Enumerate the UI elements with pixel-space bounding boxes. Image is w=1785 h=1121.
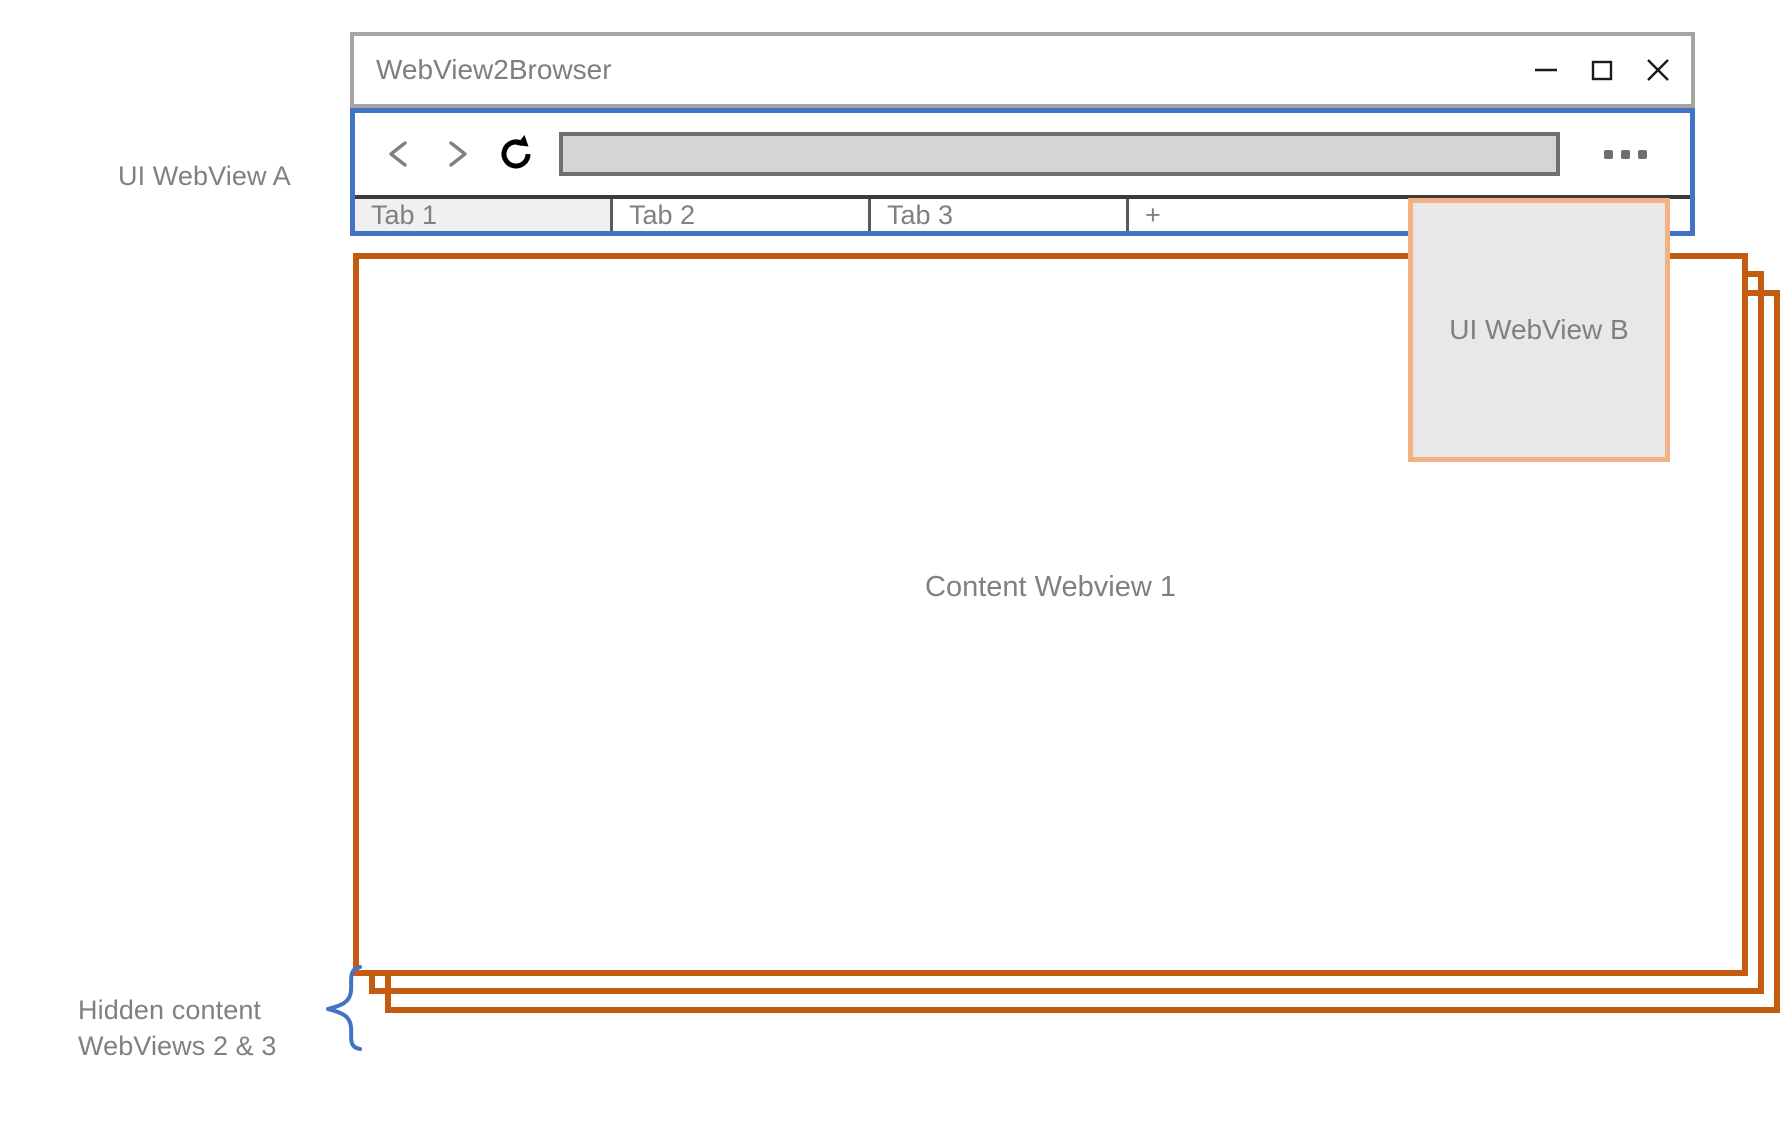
close-icon[interactable] (1643, 55, 1673, 85)
ui-webview-b-label: UI WebView B (1449, 314, 1629, 345)
address-bar-input[interactable] (559, 132, 1560, 176)
browser-window-titlebar: WebView2Browser (350, 32, 1695, 108)
annotation-ui-webview-a: UI WebView A (118, 161, 291, 191)
ui-webview-b[interactable]: UI WebView B (1408, 198, 1670, 462)
tab-label: Tab 1 (371, 199, 438, 230)
new-tab-button[interactable]: + (1129, 199, 1279, 231)
more-dot (1603, 149, 1613, 159)
more-options-icon[interactable] (1570, 131, 1680, 177)
back-icon[interactable] (377, 131, 423, 177)
tab-1[interactable]: Tab 1 (355, 199, 613, 231)
forward-icon[interactable] (433, 131, 479, 177)
content-webview-1-label: Content Webview 1 (925, 571, 1176, 603)
more-dot (1620, 149, 1630, 159)
maximize-icon[interactable] (1587, 55, 1617, 85)
tab-3[interactable]: Tab 3 (871, 199, 1129, 231)
browser-toolbar (355, 113, 1690, 195)
tab-label: Tab 3 (887, 199, 954, 230)
tab-2[interactable]: Tab 2 (613, 199, 871, 231)
window-title: WebView2Browser (376, 54, 612, 85)
annotation-hidden-content: Hidden content WebViews 2 & 3 (78, 995, 277, 1062)
minimize-icon[interactable] (1531, 55, 1561, 85)
more-dot (1637, 149, 1647, 159)
new-tab-label: + (1145, 199, 1161, 230)
curly-brace-icon (326, 965, 362, 1051)
tab-label: Tab 2 (629, 199, 696, 230)
reload-icon[interactable] (493, 131, 539, 177)
ui-webview-a: Tab 1 Tab 2 Tab 3 + (350, 108, 1695, 236)
window-controls (1531, 55, 1673, 85)
